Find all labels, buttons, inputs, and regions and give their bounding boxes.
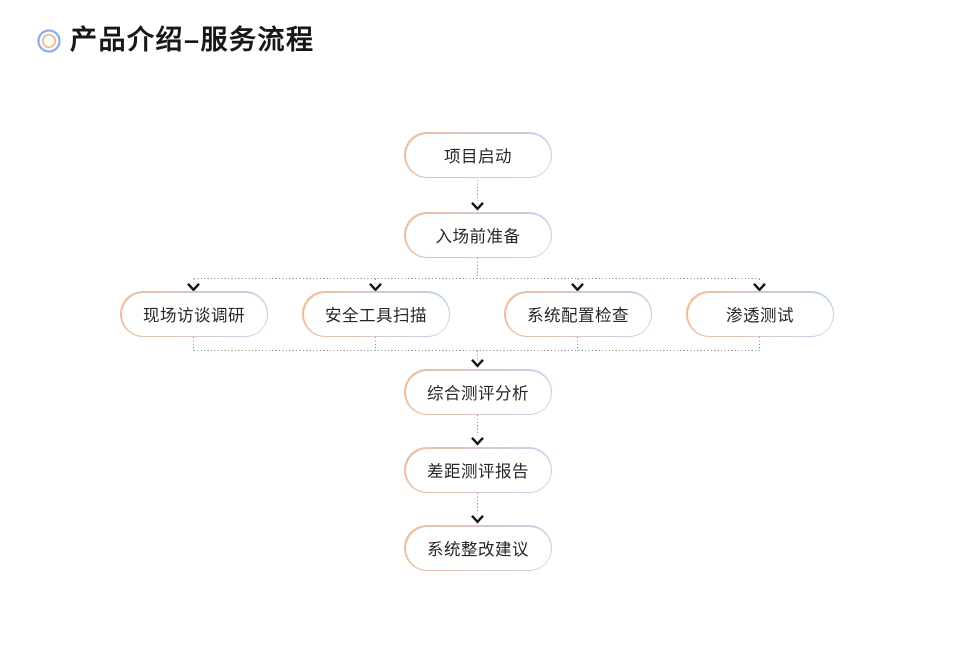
flow-node-config-check: 系统配置检查 [504,291,652,337]
flow-node-label: 差距测评报告 [427,463,529,481]
flow-node-onsite-interview: 现场访谈调研 [120,291,268,337]
arrow-down-icon [471,514,484,524]
connector-prep-to-branch [477,258,479,279]
merge-rise-interview [193,337,195,351]
flow-node-label: 渗透测试 [726,307,794,325]
arrow-down-icon [369,282,382,292]
flow-node-overall-analysis: 综合测评分析 [404,369,552,415]
flow-node-pre-entry-prep: 入场前准备 [404,212,552,258]
flow-node-label: 综合测评分析 [427,385,529,403]
branch-drop-interview [193,279,195,283]
branch-drop-pentest [759,279,761,283]
flow-node-label: 入场前准备 [435,228,521,246]
flow-node-project-start: 项目启动 [404,132,552,178]
arrow-down-icon [471,358,484,368]
flow-node-rectify-advice: 系统整改建议 [404,525,552,571]
branch-distribute-line [194,278,761,280]
flow-node-label: 现场访谈调研 [143,307,245,325]
branch-drop-scan [375,279,377,283]
merge-collect-line [194,350,761,352]
connector-start-to-prep [477,180,479,201]
branch-drop-config [577,279,579,283]
connector-report-to-advice [477,493,479,514]
flow-node-security-scan: 安全工具扫描 [302,291,450,337]
connector-analysis-to-report [477,415,479,436]
flow-node-gap-report: 差距测评报告 [404,447,552,493]
flow-node-label: 系统整改建议 [427,541,529,559]
arrow-down-icon [571,282,584,292]
arrow-down-icon [753,282,766,292]
flow-node-label: 安全工具扫描 [325,307,427,325]
flow-node-label: 系统配置检查 [527,307,629,325]
slide-header: 产品介绍–服务流程 [36,25,315,56]
page-title: 产品介绍–服务流程 [70,25,315,55]
connector-merge-to-analysis [477,351,479,359]
flow-node-penetration-test: 渗透测试 [686,291,834,337]
arrow-down-icon [187,282,200,292]
arrow-down-icon [471,201,484,211]
flow-node-label: 项目启动 [444,148,512,166]
merge-rise-config [577,337,579,351]
merge-rise-pentest [759,337,761,351]
arrow-down-icon [471,436,484,446]
merge-rise-scan [375,337,377,351]
double-circle-icon [37,29,61,53]
